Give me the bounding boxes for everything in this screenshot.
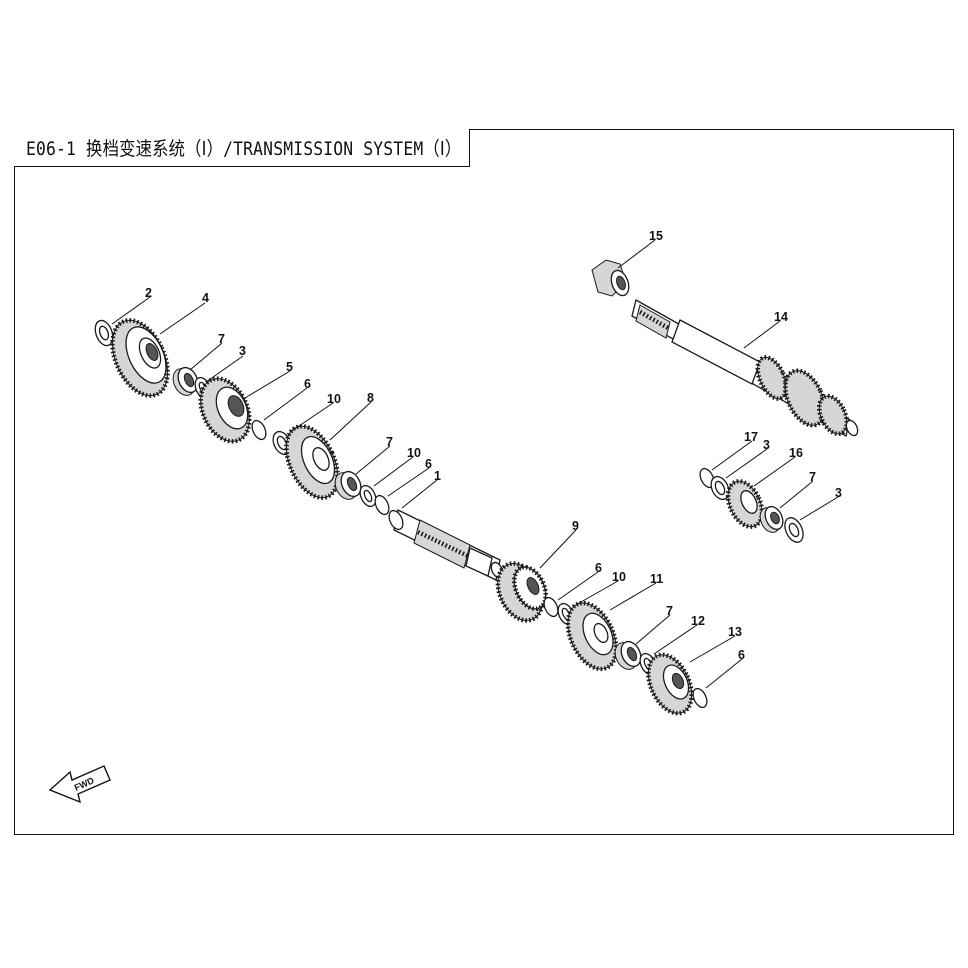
callout-1: 1 [434, 469, 441, 483]
parts-artwork [94, 259, 859, 716]
callout-13: 13 [728, 625, 742, 639]
part-1-main-shaft [388, 509, 504, 581]
callout-3: 3 [763, 438, 770, 452]
part-3-washer-c [784, 517, 804, 543]
callout-10: 10 [612, 570, 626, 584]
diagram-frame [14, 129, 954, 835]
callout-6: 6 [304, 377, 311, 391]
callout-labels: 2 4 7 3 5 6 10 8 7 10 6 1 9 6 10 11 7 12… [145, 229, 842, 662]
part-7-bearing-d [759, 505, 784, 533]
title-box [14, 129, 470, 167]
callout-16: 16 [789, 446, 803, 460]
callout-9: 9 [572, 519, 579, 533]
part-7-bearing-a [172, 366, 199, 396]
callout-6: 6 [738, 648, 745, 662]
leader-lines [111, 239, 839, 689]
callout-17: 17 [744, 430, 758, 444]
callout-6: 6 [425, 457, 432, 471]
part-14-counter-shaft [631, 299, 859, 437]
part-16-gear [725, 479, 765, 529]
callout-6: 6 [595, 561, 602, 575]
callout-14: 14 [774, 310, 788, 324]
fwd-arrow-icon [48, 765, 111, 804]
callout-3: 3 [239, 344, 246, 358]
callout-10: 10 [327, 392, 341, 406]
part-6-circlip-b [374, 494, 390, 516]
part-6-circlip-c [543, 596, 559, 618]
callout-2: 2 [145, 286, 152, 300]
part-6-circlip-d [692, 687, 708, 709]
part-13-gear [646, 652, 694, 716]
part-4-gear [110, 318, 170, 398]
callout-4: 4 [202, 291, 209, 305]
fwd-arrow: FWD [48, 765, 111, 804]
callout-11: 11 [650, 572, 663, 586]
callout-12: 12 [691, 614, 705, 628]
part-10-washer-b [359, 484, 377, 508]
callout-7: 7 [666, 604, 673, 618]
callout-5: 5 [286, 360, 293, 374]
part-3-washer-b [710, 475, 730, 501]
part-2-washer [94, 319, 114, 347]
callout-3: 3 [835, 486, 842, 500]
callout-8: 8 [367, 391, 374, 405]
page-title: E06-1 换档变速系统（Ⅰ）/TRANSMISSION SYSTEM（Ⅰ） [26, 138, 462, 160]
part-8-gear [284, 424, 340, 500]
callout-10: 10 [407, 446, 421, 460]
callout-7: 7 [218, 332, 225, 346]
part-7-bearing-b [334, 470, 362, 500]
callout-7: 7 [809, 470, 816, 484]
callout-7: 7 [386, 435, 393, 449]
part-7-bearing-c [614, 640, 642, 670]
callout-15: 15 [649, 229, 663, 243]
part-6-circlip-a [251, 419, 267, 441]
part-9-gear [495, 561, 548, 623]
part-15-nut [591, 259, 630, 297]
part-5-gear [198, 376, 252, 444]
